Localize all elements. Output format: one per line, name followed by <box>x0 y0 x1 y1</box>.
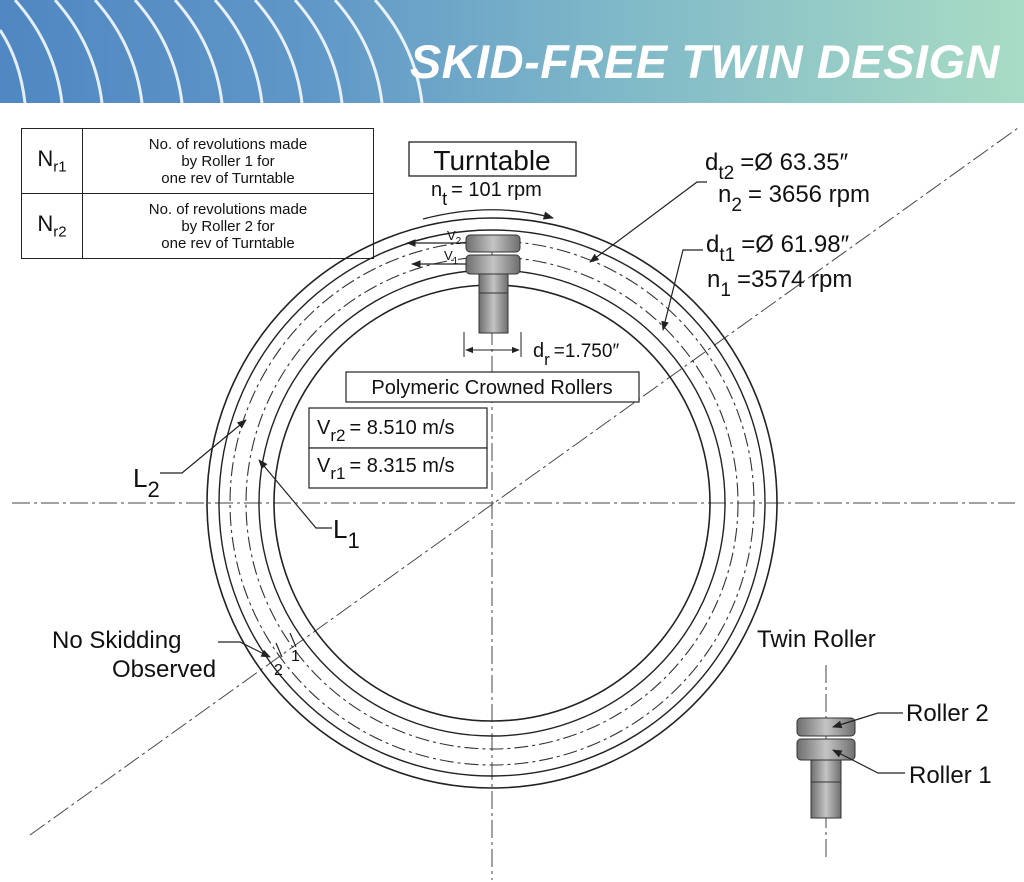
legend-symbol-sub: r1 <box>53 158 67 176</box>
legend-table: Nr1 No. of revolutions made by Roller 1 … <box>21 128 374 259</box>
roller2-label: Roller 2 <box>906 700 989 727</box>
roller-2-disc <box>465 234 521 253</box>
turntable-speed: nt= 101 rpm <box>431 179 542 209</box>
no-skidding-line2: Observed <box>112 656 216 683</box>
track2-speed: n2= 3656 rpm <box>718 181 870 216</box>
track2-leader <box>589 181 707 263</box>
turntable-label-box <box>408 141 577 177</box>
diagonal-centerline <box>29 127 1019 836</box>
roller1-leader <box>832 749 905 774</box>
l2-label: L2 <box>133 463 160 502</box>
legend-symbol-sub: r2 <box>53 223 67 241</box>
skid-mark-tick-2 <box>275 642 283 658</box>
track1-diameter: dt1=Ø 61.98″ <box>706 231 850 266</box>
twin-roller-shaft <box>810 759 842 819</box>
roller-1-disc <box>465 254 521 275</box>
skid-mark-tick-1 <box>289 632 297 648</box>
legend-symbol: N <box>37 211 54 237</box>
velocity-r2: Vr2= 8.510 m/s <box>317 417 455 445</box>
track1-speed: n1=3574 rpm <box>707 266 852 301</box>
top-roller-assembly <box>465 234 521 334</box>
roller1-label: Roller 1 <box>909 762 992 789</box>
legend-desc-line: one rev of Turntable <box>161 234 295 252</box>
turntable-outer-ring <box>206 217 778 789</box>
track-ring-mid <box>218 229 766 777</box>
l1-leader <box>258 459 332 529</box>
legend-description: No. of revolutions made by Roller 2 for … <box>82 193 374 259</box>
banner-title: SKID-FREE TWIN DESIGN <box>409 35 1000 88</box>
l1-label: L1 <box>333 514 360 553</box>
v1-label: V1 <box>444 248 459 267</box>
legend-desc-line: by Roller 1 for <box>181 152 275 170</box>
twin-roller-detail <box>796 717 856 819</box>
l2-leader <box>160 419 247 474</box>
legend-desc-line: No. of revolutions made <box>148 200 308 218</box>
roller-diameter-label: dr=1.750″ <box>533 340 619 369</box>
legend-row-nr2: Nr2 No. of revolutions made by Roller 2 … <box>21 193 374 259</box>
skid-mark-2: 2 <box>274 662 283 679</box>
v2-label: V2 <box>447 228 462 247</box>
legend-description: No. of revolutions made by Roller 1 for … <box>82 128 374 194</box>
roller-shaft <box>478 273 509 334</box>
turntable-label: Turntable <box>433 145 550 176</box>
legend-desc-line: by Roller 2 for <box>181 217 275 235</box>
twin-roller-title: Twin Roller <box>757 626 876 653</box>
rollers-label-box <box>345 371 640 403</box>
header-banner: SKID-FREE TWIN DESIGN <box>0 0 1024 103</box>
legend-symbol-cell: Nr2 <box>21 193 83 259</box>
track2-diameter: dt2=Ø 63.35″ <box>705 149 849 184</box>
banner-arcs-decoration <box>0 0 424 103</box>
no-skidding-line1: No Skidding <box>52 627 181 654</box>
track1-leader <box>661 249 703 331</box>
rotation-arrow <box>422 209 555 220</box>
velocity-r1: Vr1= 8.315 m/s <box>317 455 455 483</box>
velocity-box-r1 <box>308 447 488 489</box>
roller2-leader <box>832 712 903 729</box>
twin-roller-2-disc <box>796 717 856 737</box>
legend-row-nr1: Nr1 No. of revolutions made by Roller 1 … <box>21 128 374 194</box>
legend-desc-line: one rev of Turntable <box>161 169 295 187</box>
legend-desc-line: No. of revolutions made <box>148 135 308 153</box>
rollers-label: Polymeric Crowned Rollers <box>371 377 612 399</box>
no-skidding-leader <box>218 641 271 658</box>
legend-symbol: N <box>37 146 54 172</box>
skid-mark-1: 1 <box>291 648 300 665</box>
